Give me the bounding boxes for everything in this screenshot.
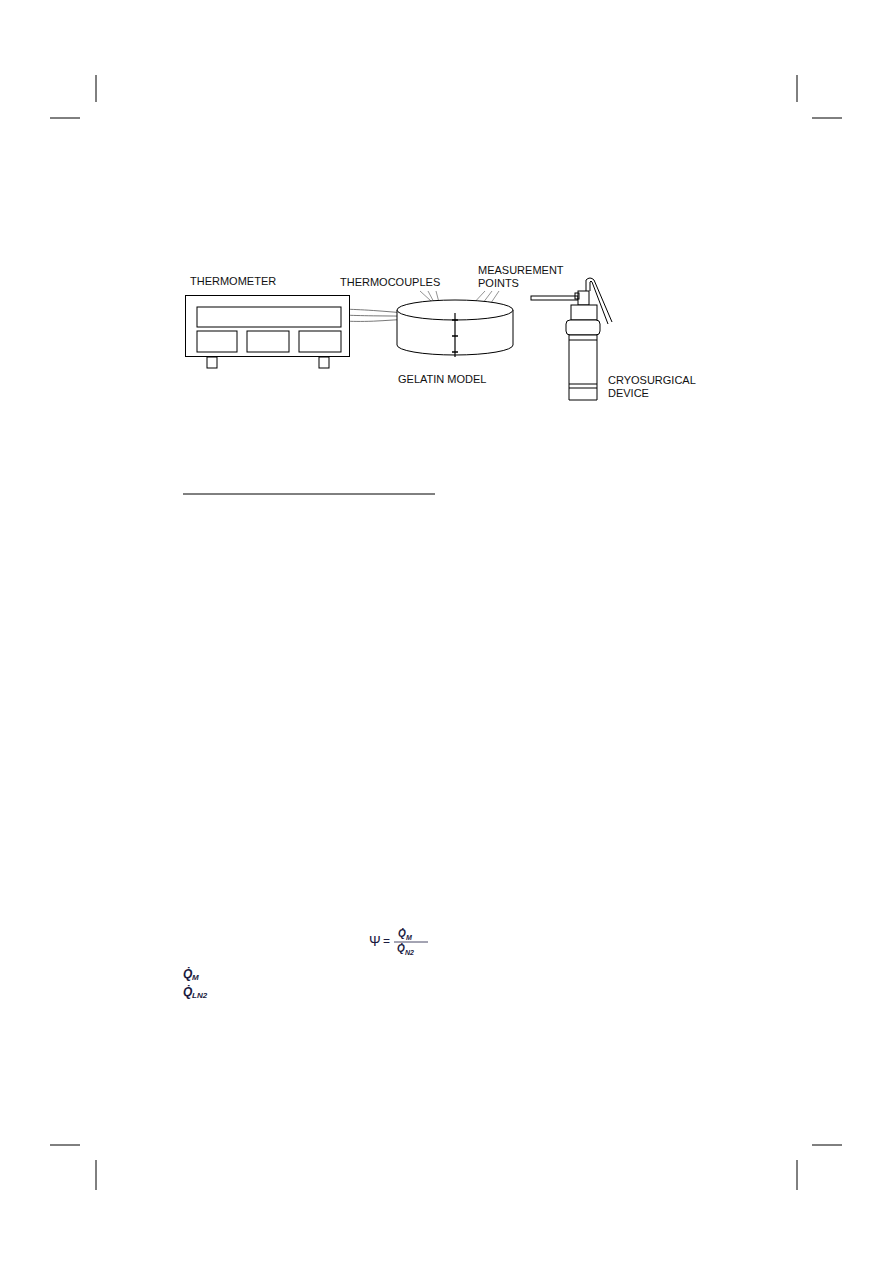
cryosurgical-device: CRYOSURGICAL DEVICE xyxy=(528,276,610,404)
part-label: THERMOCOUPLES xyxy=(340,277,440,288)
fraction-bar xyxy=(394,942,428,943)
symbol-subscript: LN2 xyxy=(192,992,207,1000)
formula-symbol: Ψ xyxy=(369,934,381,948)
heading-underline xyxy=(183,494,435,495)
node-label: CRYOSURGICAL DEVICE xyxy=(608,374,698,400)
formula-subscript: N2 xyxy=(405,949,414,956)
node-label: GELATIN MODEL xyxy=(398,373,486,386)
part-label: MEASUREMENT POINTS xyxy=(478,264,566,290)
crop-marks xyxy=(50,75,842,1190)
formula-symbol: = xyxy=(383,935,390,947)
thermo-outline xyxy=(185,295,350,371)
symbol-subscript: M xyxy=(192,974,199,982)
symbol: Q̇ xyxy=(183,986,192,998)
formula-symbol: Q̇ xyxy=(398,929,406,939)
thermometer-box: THERMOMETER xyxy=(185,295,350,357)
symbol: Q̇ xyxy=(183,968,192,980)
gelatin-model: GELATIN MODEL xyxy=(396,299,514,357)
formula-symbol: Q̇ xyxy=(397,944,405,954)
cryo-outline xyxy=(528,276,610,418)
gel-outline xyxy=(396,299,514,371)
formula-subscript: M xyxy=(406,934,412,941)
node-label: THERMOMETER xyxy=(190,275,276,288)
